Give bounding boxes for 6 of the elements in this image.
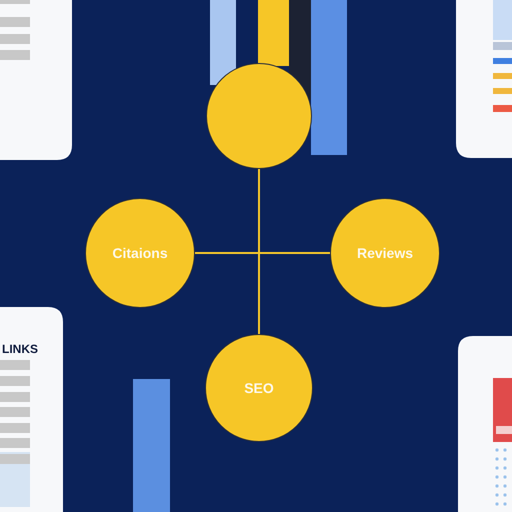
node-label: Citaions xyxy=(112,245,168,261)
node-label: Reviews xyxy=(356,245,414,261)
card-title: LINKS xyxy=(2,342,38,356)
connector-line xyxy=(258,169,260,334)
node-label: SEO xyxy=(244,380,274,396)
connector-line xyxy=(195,252,330,254)
